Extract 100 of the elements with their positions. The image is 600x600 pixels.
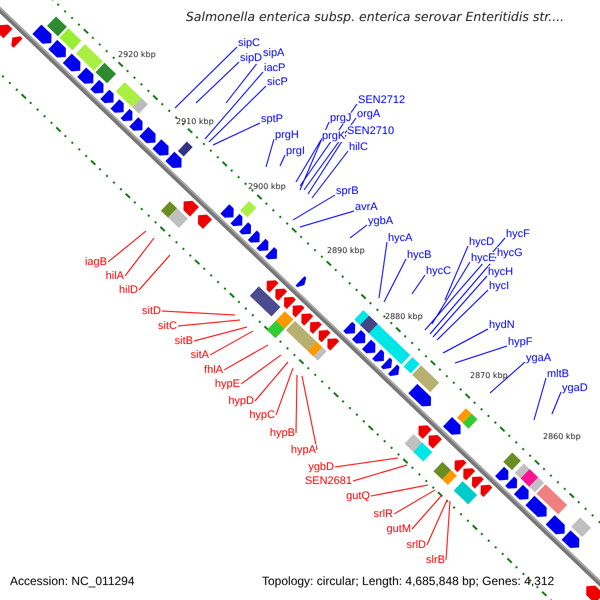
gene-label: hycE: [471, 252, 496, 264]
gene-label: hydN: [489, 319, 515, 331]
gene-label: sicP: [267, 76, 288, 88]
leader-line: [442, 328, 488, 354]
leader-line: [254, 362, 288, 402]
leader-line: [430, 256, 496, 334]
footer-text: Accession: NC_011294: [10, 574, 135, 588]
leader-line: [296, 374, 298, 434]
leader-line: [240, 354, 282, 384]
gene-label: sitB: [174, 335, 193, 347]
gene-label: hypF: [508, 336, 532, 348]
leader-line: [300, 210, 354, 228]
footer-text: Topology: circular; Length: 4,685,848 bp; Genes: 4,312: [262, 574, 554, 588]
gene-label: ygbA: [368, 215, 394, 227]
leader-line: [534, 378, 546, 420]
scale-label: 2860 kbp: [543, 432, 581, 442]
gene-label: orgA: [357, 108, 380, 120]
leader-line: [432, 262, 470, 324]
scale-label: 2880 kbp: [385, 312, 423, 322]
gene-label: slrB: [426, 554, 445, 566]
gene-label: SEN2710: [347, 125, 394, 137]
leader-line: [210, 330, 254, 356]
gene-label: iacP: [264, 62, 286, 74]
leader-line: [178, 320, 240, 326]
gene-label: hypB: [270, 427, 295, 439]
gene-label: prgH: [275, 129, 299, 141]
gene-label: hycI: [489, 280, 510, 292]
leader-line: [308, 134, 346, 194]
leader-line: [162, 310, 236, 316]
leader-line: [212, 122, 260, 146]
gene-label: ygaA: [526, 352, 552, 364]
gene-label: srlD: [406, 539, 426, 551]
gene-label: sptP: [261, 113, 284, 125]
gene-label: hilA: [106, 270, 124, 282]
map-title: Salmonella enterica subsp. enterica serovar Enteritidis str....: [184, 9, 566, 24]
leader-line: [208, 86, 266, 142]
gene-label: hycG: [497, 247, 523, 259]
leader-line: [444, 246, 468, 300]
leader-line: [108, 230, 146, 262]
gene-label: hypC: [249, 409, 275, 421]
gene-label: sipC: [238, 37, 260, 49]
gene-label: SEN2712: [358, 94, 406, 106]
leader-line: [446, 500, 450, 560]
gene-label: hilC: [349, 141, 368, 153]
gene-label: sprB: [336, 185, 359, 197]
leader-line: [370, 484, 428, 496]
leader-line: [194, 326, 248, 342]
gene-label: sipD: [240, 52, 262, 64]
leader-line: [436, 290, 488, 340]
scale-label: 2900 kbp: [248, 182, 286, 192]
gene-label: prgK: [322, 130, 346, 142]
gene-label: hypD: [228, 395, 254, 407]
leader-line: [296, 140, 322, 182]
scale-label: 2870 kbp: [470, 371, 508, 381]
scale-label: 2920 kbp: [118, 50, 156, 60]
leader-line: [138, 254, 170, 290]
leader-line: [124, 238, 154, 276]
scale-label: 2910 kbp: [176, 117, 214, 127]
gene-label: mltB: [547, 368, 569, 380]
gene-label: gutM: [386, 523, 411, 535]
leader-line: [196, 62, 240, 104]
leader-line: [266, 138, 274, 168]
leader-line: [224, 344, 268, 370]
gene-label: sitD: [142, 305, 161, 317]
gene-label: hilD: [119, 284, 138, 296]
leader-line: [432, 276, 488, 338]
gene-label: ygaD: [562, 382, 588, 394]
gene-label: prgI: [286, 145, 305, 157]
leader-line: [334, 458, 398, 468]
leader-line: [312, 150, 348, 198]
gene-label: hypE: [214, 378, 240, 390]
gene-label: hypA: [290, 444, 316, 456]
gene-label: fhlA: [204, 364, 223, 376]
leader-line: [424, 238, 506, 330]
leader-line: [302, 376, 318, 450]
leader-line: [280, 154, 286, 166]
gene-label: gutQ: [346, 490, 370, 502]
leader-line: [378, 242, 388, 298]
gene-label: prgJ: [330, 112, 352, 124]
gene-label: hycC: [426, 265, 452, 277]
leader-line: [304, 118, 356, 190]
gene-label: hycF: [506, 228, 530, 240]
gene-label: sipA: [263, 47, 284, 59]
leader-line: [552, 392, 562, 414]
gene-label: hycD: [469, 236, 494, 248]
gene-label: hycH: [488, 266, 514, 278]
leader-line: [384, 258, 406, 302]
leader-line: [412, 494, 442, 530]
gene-label: sitC: [158, 320, 177, 332]
leader-line: [300, 104, 358, 186]
gene-label: ygbD: [308, 461, 334, 473]
leader-line: [490, 362, 526, 394]
leader-line: [300, 122, 330, 190]
gene-label: srlR: [373, 508, 393, 520]
gene-label: avrA: [355, 201, 378, 213]
leader-line: [350, 224, 368, 238]
leader-line: [454, 346, 508, 364]
gene-label: sitA: [190, 349, 209, 361]
gene-label: iagB: [84, 256, 107, 268]
leader-line: [412, 274, 426, 294]
